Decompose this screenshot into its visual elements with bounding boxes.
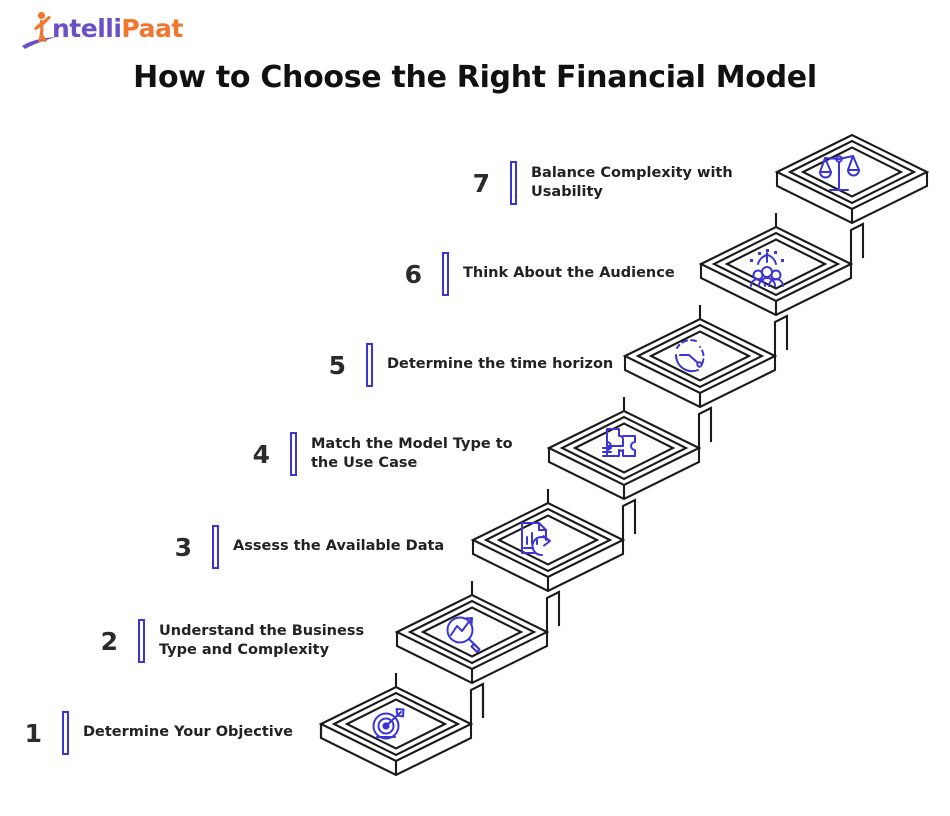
step-text-7: Balance Complexity with Usability (531, 164, 733, 200)
step-marker-4 (290, 432, 297, 476)
brand-logo[interactable]: ntelliPaat (16, 8, 186, 56)
step-number-3: 3 (174, 532, 192, 562)
stair-step-7[interactable] (774, 133, 930, 225)
brand-name-part1: ntelli (52, 14, 122, 43)
page-title: How to Choose the Right Financial Model (133, 60, 817, 95)
stair-step-3[interactable] (470, 498, 637, 593)
step-number-7: 7 (472, 168, 490, 198)
magnifier-trend-icon (446, 616, 481, 653)
puzzle-pieces-icon (602, 428, 636, 457)
brand-logo-text: ntelliPaat (52, 14, 183, 43)
step-number-5: 5 (328, 350, 346, 380)
step-text-1: Determine Your Objective (83, 724, 294, 741)
step-marker-2 (138, 619, 145, 663)
step-label-7[interactable]: 7 Balance Complexity with Usability (464, 155, 733, 211)
step-number-6: 6 (404, 259, 422, 289)
step-label-4[interactable]: 4 Match the Model Type to the Use Case (244, 426, 513, 482)
step-text-2: Understand the Business Type and Complex… (159, 622, 365, 658)
target-arrow-icon (372, 708, 405, 740)
step-marker-1 (62, 711, 69, 755)
audience-group-icon (750, 249, 784, 287)
step-label-3[interactable]: 3 Assess the Available Data (166, 519, 444, 575)
stair-step-2[interactable] (394, 590, 561, 685)
step-number-4: 4 (252, 439, 270, 469)
document-chart-refresh-icon (521, 522, 551, 557)
step-text-4: Match the Model Type to the Use Case (311, 435, 513, 471)
step-text-6: Think About the Audience (463, 265, 675, 282)
step-label-2[interactable]: 2 Understand the Business Type and Compl… (92, 613, 364, 669)
balance-scales-icon (819, 155, 860, 191)
running-person-icon (22, 11, 56, 49)
step-number-2: 2 (100, 626, 118, 656)
stair-step-6[interactable] (698, 222, 865, 317)
step-text-5: Determine the time horizon (387, 356, 614, 373)
step-marker-5 (366, 343, 373, 387)
clock-dashed-icon (674, 339, 705, 373)
stair-step-4[interactable] (546, 406, 713, 501)
step-label-1[interactable]: 1 Determine Your Objective (16, 705, 293, 761)
step-marker-3 (212, 525, 219, 569)
step-label-5[interactable]: 5 Determine the time horizon (320, 337, 613, 393)
brand-name-part2: Paat (121, 14, 183, 43)
stair-step-5[interactable] (622, 314, 789, 409)
step-label-6[interactable]: 6 Think About the Audience (396, 246, 675, 302)
step-number-1: 1 (24, 718, 42, 748)
stair-step-1[interactable] (318, 682, 485, 777)
step-marker-7 (510, 161, 517, 205)
step-text-3: Assess the Available Data (233, 538, 445, 555)
step-marker-6 (442, 252, 449, 296)
